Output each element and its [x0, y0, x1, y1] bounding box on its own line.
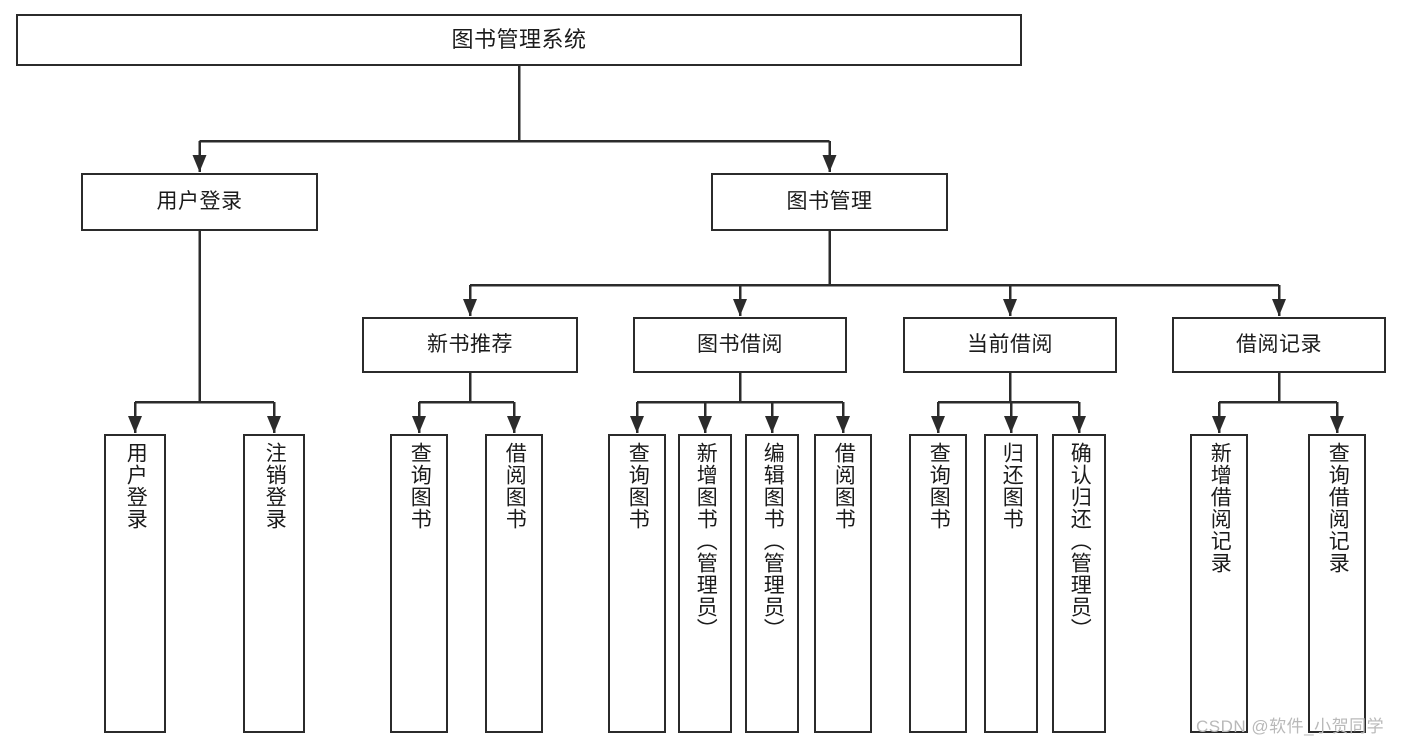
- node-book-borrow[interactable]: 图书借阅: [633, 317, 847, 373]
- node-leaf-borrow-book-1[interactable]: 借阅图书: [485, 434, 543, 733]
- node-leaf-borrow-book-2[interactable]: 借阅图书: [814, 434, 872, 733]
- node-leaf-add-record[interactable]: 新增借阅记录: [1190, 434, 1248, 733]
- node-leaf-query-book-1[interactable]: 查询图书: [390, 434, 448, 733]
- node-leaf-user-login-label: 用户登录: [124, 442, 148, 530]
- watermark: CSDN @软件_小贺同学: [1196, 717, 1385, 736]
- node-leaf-edit-book-label: 编辑图书（管理员）: [761, 442, 785, 640]
- node-book-manage[interactable]: 图书管理: [711, 173, 948, 231]
- node-leaf-logout-label: 注销登录: [263, 442, 287, 530]
- node-leaf-query-book-3[interactable]: 查询图书: [909, 434, 967, 733]
- node-leaf-borrow-book-1-label: 借阅图书: [503, 442, 527, 530]
- node-current-borrow-label: 当前借阅: [967, 333, 1053, 357]
- node-borrow-record[interactable]: 借阅记录: [1172, 317, 1386, 373]
- node-leaf-user-login[interactable]: 用户登录: [104, 434, 166, 733]
- node-leaf-add-book[interactable]: 新增图书（管理员）: [678, 434, 732, 733]
- node-leaf-query-book-2[interactable]: 查询图书: [608, 434, 666, 733]
- node-leaf-add-record-label: 新增借阅记录: [1208, 442, 1232, 574]
- node-leaf-borrow-book-2-label: 借阅图书: [832, 442, 856, 530]
- node-new-book-recommend[interactable]: 新书推荐: [362, 317, 578, 373]
- node-user-login[interactable]: 用户登录: [81, 173, 318, 231]
- node-leaf-return-book-label: 归还图书: [1000, 442, 1024, 530]
- node-leaf-return-book[interactable]: 归还图书: [984, 434, 1038, 733]
- node-book-manage-label: 图书管理: [786, 190, 873, 214]
- node-leaf-add-book-label: 新增图书（管理员）: [694, 442, 718, 640]
- node-current-borrow[interactable]: 当前借阅: [903, 317, 1117, 373]
- node-leaf-query-record[interactable]: 查询借阅记录: [1308, 434, 1366, 733]
- node-leaf-query-book-2-label: 查询图书: [626, 442, 650, 530]
- node-book-borrow-label: 图书借阅: [697, 333, 783, 357]
- node-leaf-logout[interactable]: 注销登录: [243, 434, 305, 733]
- node-borrow-record-label: 借阅记录: [1236, 333, 1322, 357]
- node-leaf-query-record-label: 查询借阅记录: [1326, 442, 1350, 574]
- node-new-book-recommend-label: 新书推荐: [427, 333, 513, 357]
- node-leaf-query-book-3-label: 查询图书: [927, 442, 951, 530]
- node-leaf-query-book-1-label: 查询图书: [408, 442, 432, 530]
- node-root-label: 图书管理系统: [451, 26, 587, 52]
- node-root[interactable]: 图书管理系统: [16, 14, 1022, 66]
- node-user-login-label: 用户登录: [156, 190, 243, 214]
- node-leaf-confirm-return-label: 确认归还（管理员）: [1068, 442, 1092, 640]
- node-leaf-confirm-return[interactable]: 确认归还（管理员）: [1052, 434, 1106, 733]
- node-leaf-edit-book[interactable]: 编辑图书（管理员）: [745, 434, 799, 733]
